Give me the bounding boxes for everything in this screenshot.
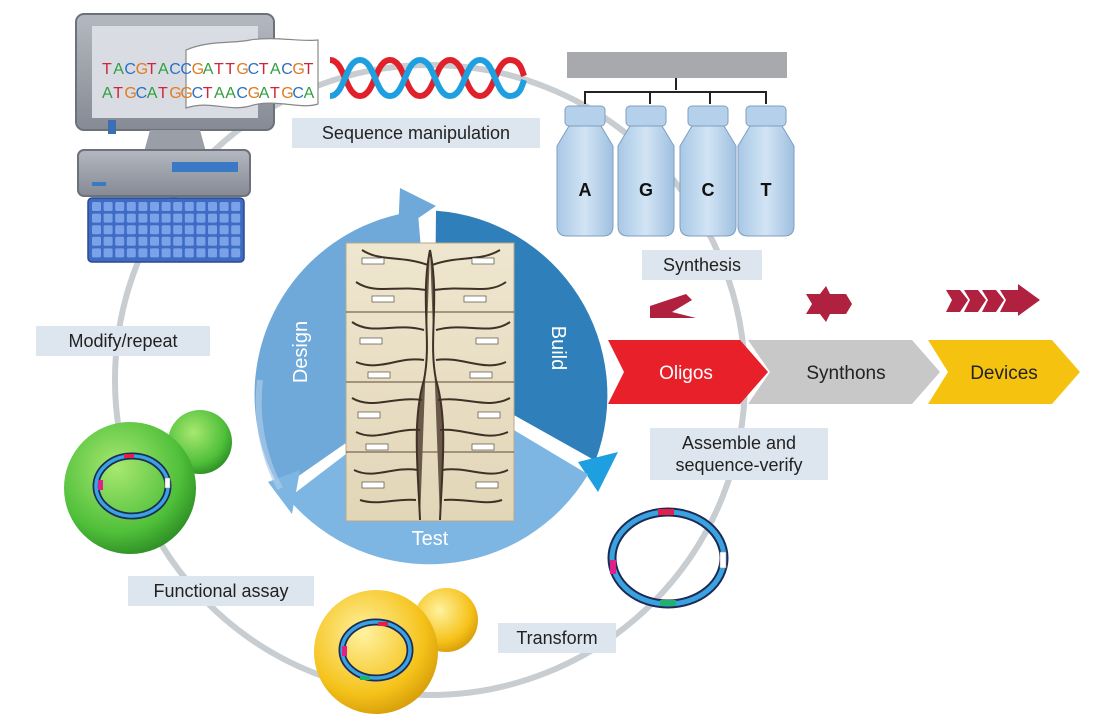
sequence-base: T xyxy=(259,61,269,78)
sequence-base: C xyxy=(292,85,304,102)
sequence-base: A xyxy=(259,85,270,102)
synthesizer-bar xyxy=(567,52,787,78)
pipeline-synthons xyxy=(748,340,940,404)
pipeline: Oligos Synthons Devices xyxy=(608,340,1080,404)
pipeline-oligos xyxy=(608,340,768,404)
sequence-base: G xyxy=(124,85,136,102)
plasmid-icon xyxy=(607,507,729,609)
vial-icon: T xyxy=(737,105,795,237)
design-label: Design xyxy=(290,321,312,383)
assemble-verify-label: Assemble and sequence-verify xyxy=(650,428,828,480)
sequence-base: A xyxy=(270,61,281,78)
sequence-base: G xyxy=(192,61,204,78)
design-arrowhead xyxy=(398,188,436,232)
sequence-base: C xyxy=(136,85,148,102)
sequence-manipulation-label: Sequence manipulation xyxy=(292,118,540,148)
vial-icon: A xyxy=(556,105,614,237)
sequence-base: A xyxy=(147,85,158,102)
sequence-base: C xyxy=(236,85,248,102)
pipeline-oligos-label: Oligos xyxy=(659,363,713,384)
pipeline-synthons-label: Synthons xyxy=(806,363,885,384)
assemble-verify-line1: Assemble and xyxy=(681,433,797,453)
sequence-base: A xyxy=(113,61,124,78)
vial-label: A xyxy=(579,180,592,200)
pipeline-devices xyxy=(928,340,1080,404)
sequence-base: G xyxy=(281,85,293,102)
sequence-base: T xyxy=(225,61,235,78)
vial-label: T xyxy=(761,180,772,200)
sequence-base: T xyxy=(203,85,213,102)
sequence-base: A xyxy=(102,85,113,102)
sequence-base: A xyxy=(203,61,214,78)
vial-icon: G xyxy=(617,105,675,237)
functional-assay-label: Functional assay xyxy=(128,576,314,606)
sequence-base: T xyxy=(147,61,157,78)
sequence-base: C xyxy=(124,61,136,78)
sequence-base: A xyxy=(158,61,169,78)
test-label: Test xyxy=(412,528,449,550)
sequence-base: A xyxy=(304,85,315,102)
sequence-base: G xyxy=(180,85,192,102)
sequence-base: T xyxy=(214,61,224,78)
cell-icon-yellow xyxy=(314,588,478,714)
modify-repeat-label: Modify/repeat xyxy=(36,326,210,356)
sequence-base: G xyxy=(292,61,304,78)
build-label: Build xyxy=(547,326,569,370)
sequence-base: G xyxy=(236,61,248,78)
synthesis-label: Synthesis xyxy=(642,250,762,280)
sequence-base: G xyxy=(248,85,260,102)
transform-label: Transform xyxy=(498,623,616,653)
sequence-base: T xyxy=(270,85,280,102)
sequence-base: T xyxy=(304,61,314,78)
sequence-base: C xyxy=(169,61,181,78)
keyboard-icon xyxy=(87,197,245,263)
sequence-base: T xyxy=(158,85,168,102)
vial-icon: C xyxy=(679,105,737,237)
cell-icon-green xyxy=(64,410,232,554)
oligo-icon xyxy=(650,294,696,318)
sequence-base: C xyxy=(180,61,192,78)
computer-tower-icon xyxy=(77,149,251,197)
sequence-base: C xyxy=(281,61,293,78)
pipeline-devices-label: Devices xyxy=(970,363,1038,384)
assemble-verify-line2: sequence-verify xyxy=(675,455,803,475)
tree-of-life-image xyxy=(345,242,515,522)
sequence-base: A xyxy=(225,85,236,102)
sequence-base: C xyxy=(248,61,260,78)
vial-label: G xyxy=(639,180,653,200)
sequence-base: G xyxy=(136,61,148,78)
sequence-base: A xyxy=(214,85,225,102)
dna-helix-icon xyxy=(329,56,527,100)
sequence-base: T xyxy=(102,61,112,78)
sequence-base: G xyxy=(169,85,181,102)
build-arrowhead xyxy=(578,452,618,492)
sequence-paper xyxy=(185,38,319,109)
synthon-icon xyxy=(806,286,852,322)
device-icon xyxy=(946,284,1040,316)
sequence-base: C xyxy=(192,85,204,102)
vial-label: C xyxy=(702,180,715,200)
sequence-base: T xyxy=(113,85,123,102)
